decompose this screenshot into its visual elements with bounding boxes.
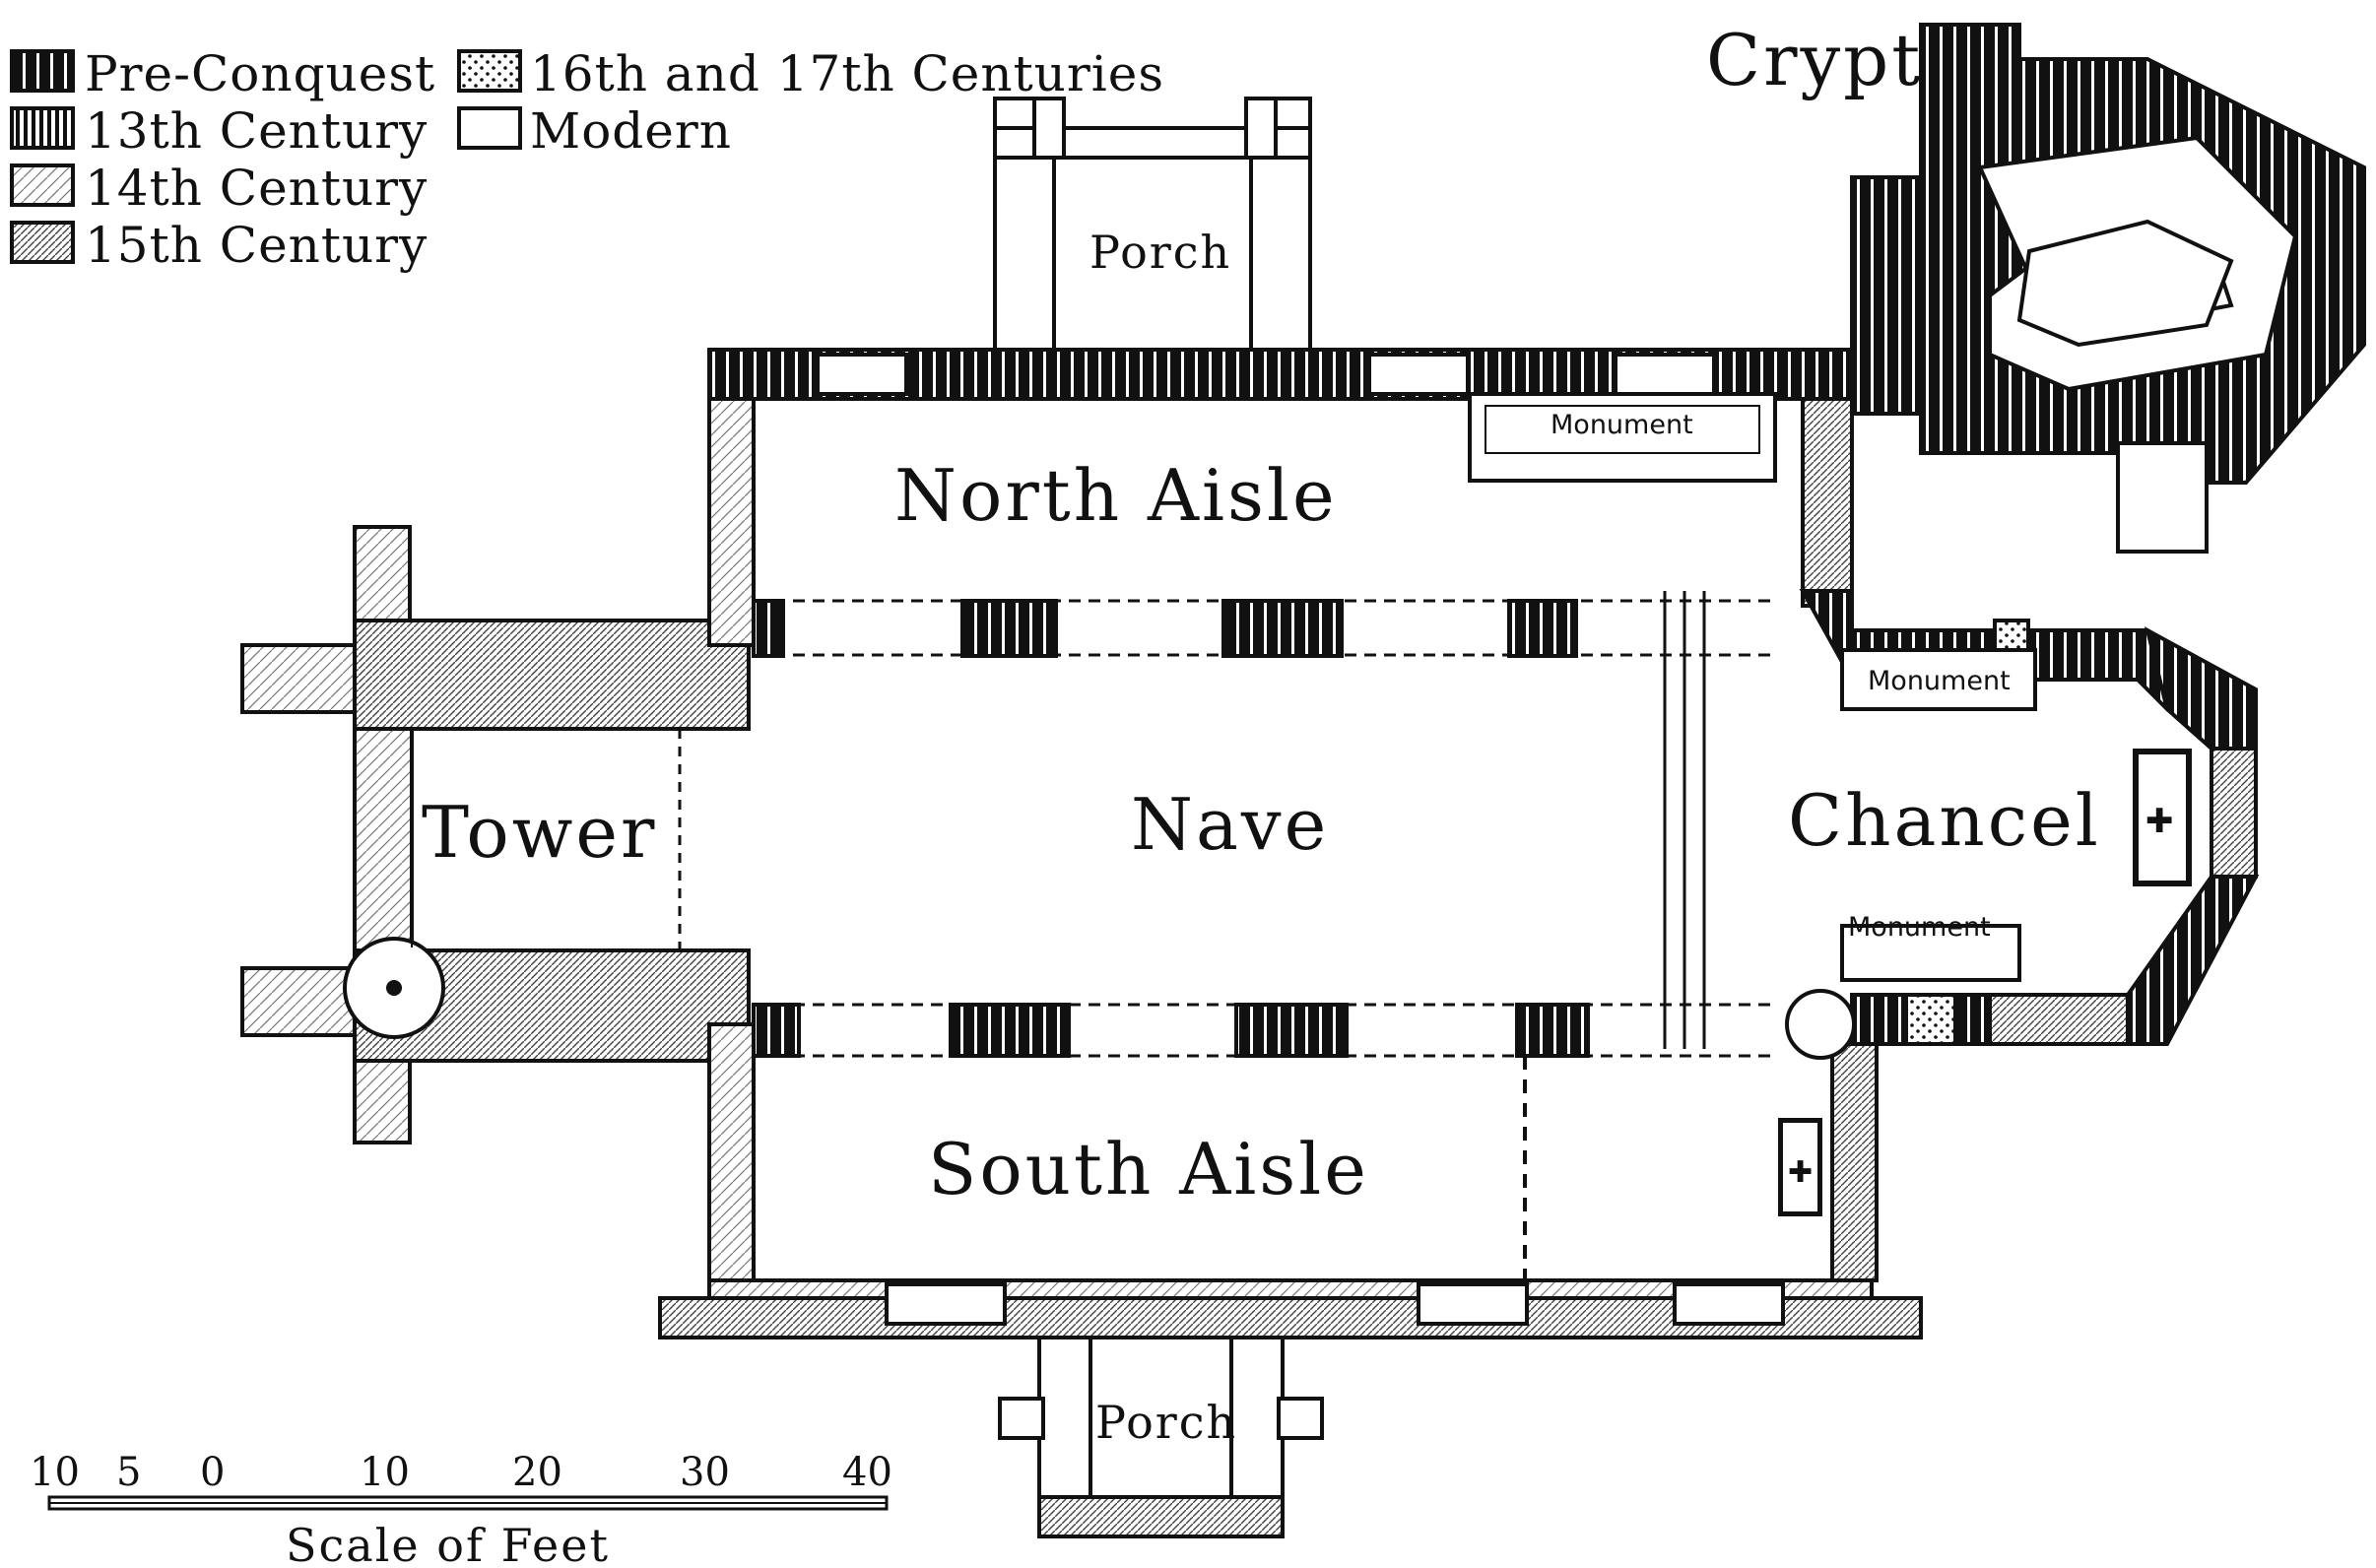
scale-tick-label-5: 30 xyxy=(680,1450,730,1495)
scale-title: Scale of Feet xyxy=(286,1519,610,1568)
legend-swatch-modern xyxy=(457,106,522,150)
chancel-stair-turret xyxy=(1785,989,1856,1060)
north-aisle-window-2 xyxy=(1367,353,1470,396)
legend-label-pre-conquest: Pre-Conquest xyxy=(85,45,435,102)
chancel-apse-south xyxy=(2126,875,2260,1046)
south-pier-3 xyxy=(1234,1003,1349,1058)
tower-stair-newel xyxy=(386,980,402,996)
west-wall-south xyxy=(707,1022,756,1282)
south-porch-buttress-e xyxy=(1277,1397,1324,1440)
south-porch: Porch xyxy=(998,1336,1324,1538)
south-aisle-window-1 xyxy=(885,1282,1007,1326)
room-label-north-aisle: North Aisle xyxy=(894,454,1338,537)
tower-north-wall xyxy=(353,619,751,731)
legend: Pre-Conquest 13th Century 14th Century 1… xyxy=(10,45,1164,274)
north-pier-1 xyxy=(752,599,785,658)
main-body: Monument North Aisle Nave South Aisle ✚ xyxy=(658,348,1923,1339)
room-label-crypt: Crypt xyxy=(1706,19,1923,101)
monument-north-aisle-inner xyxy=(1485,405,1760,454)
monument-chancel-south xyxy=(1840,924,2021,982)
tower: Tower xyxy=(240,525,751,1144)
north-aisle-window-1 xyxy=(816,353,908,396)
tower-west-wall xyxy=(353,727,414,952)
monument-label-chancel-north: Monument xyxy=(1868,666,2011,696)
north-pier-3 xyxy=(1221,599,1344,658)
monument-chancel-north xyxy=(1840,648,2037,711)
north-pier-2 xyxy=(960,599,1058,658)
scale-tick-label-4: 20 xyxy=(512,1450,562,1495)
south-aisle-east-wall xyxy=(1830,1042,1879,1282)
scale-bar: 10 5 0 10 20 30 40 Scale of Feet xyxy=(30,1450,892,1568)
room-label-chancel: Chancel xyxy=(1788,779,2101,862)
cross-icon-altar: ✚ xyxy=(2145,802,2174,841)
room-label-south-aisle: South Aisle xyxy=(928,1128,1369,1210)
monument-label-north-aisle: Monument xyxy=(1551,410,1693,440)
legend-item-15th-century: 15th Century xyxy=(10,217,428,274)
altar-slab-inner xyxy=(2139,754,2186,881)
west-wall-north xyxy=(707,397,756,647)
north-porch-buttress-e xyxy=(1244,97,1278,160)
legend-swatch-14th-century xyxy=(10,163,75,207)
legend-label-14th-century: 14th Century xyxy=(85,160,428,217)
cross-icon-south-chapel: ✚ xyxy=(1788,1155,1813,1190)
north-aisle-east-wall xyxy=(1801,397,1854,608)
crypt-passage xyxy=(2116,441,2209,554)
floor-slab-south-chapel-inner xyxy=(1783,1123,1817,1211)
south-pier-2 xyxy=(949,1003,1071,1058)
legend-label-15th-century: 15th Century xyxy=(85,217,428,274)
south-pier-4 xyxy=(1515,1003,1590,1058)
legend-item-13th-century: 13th Century xyxy=(10,102,428,160)
scale-tick-label-6: 40 xyxy=(842,1450,892,1495)
chancel-apse-north xyxy=(2144,626,2258,751)
legend-item-modern: Modern xyxy=(457,102,732,160)
crypt: Crypt xyxy=(1706,19,2366,554)
north-porch: Porch xyxy=(993,97,1312,352)
monument-label-chancel-south: Monument xyxy=(1848,912,1991,943)
crypt-chamber xyxy=(2016,219,2234,348)
south-aisle-window-2 xyxy=(1417,1282,1529,1326)
south-porch-buttress-w xyxy=(998,1397,1045,1440)
legend-swatch-16th-17th-centuries xyxy=(457,49,522,93)
legend-item-14th-century: 14th Century xyxy=(10,160,428,217)
scale-tick-label-1: 5 xyxy=(116,1450,141,1495)
south-porch-front xyxy=(1037,1495,1285,1538)
room-label-north-porch: Porch xyxy=(1089,226,1231,279)
chancel: Monument Monument ✚ Chancel xyxy=(1785,589,2260,1060)
north-pier-4 xyxy=(1507,599,1578,658)
chancel-south-16th xyxy=(1904,993,1957,1046)
legend-swatch-13th-century xyxy=(10,106,75,150)
scale-tick-label-0: 10 xyxy=(30,1450,80,1495)
room-label-nave: Nave xyxy=(1131,783,1329,866)
south-pier-1 xyxy=(752,1003,801,1058)
scale-tick-label-2: 0 xyxy=(200,1450,225,1495)
legend-item-pre-conquest: Pre-Conquest xyxy=(10,45,435,102)
room-label-tower: Tower xyxy=(422,791,657,874)
chancel-apse-east xyxy=(2210,747,2258,879)
legend-item-16th-17th-centuries: 16th and 17th Centuries xyxy=(457,45,1164,102)
legend-swatch-15th-century xyxy=(10,221,75,264)
south-aisle-window-3 xyxy=(1673,1282,1785,1326)
scale-tick-label-3: 10 xyxy=(360,1450,410,1495)
legend-label-13th-century: 13th Century xyxy=(85,102,428,160)
north-aisle-window-3 xyxy=(1614,353,1716,396)
room-label-south-porch: Porch xyxy=(1095,1396,1237,1449)
legend-label-16th-17th-centuries: 16th and 17th Centuries xyxy=(530,45,1164,102)
north-porch-buttress-w xyxy=(1032,97,1066,160)
legend-label-modern: Modern xyxy=(530,102,732,160)
legend-swatch-pre-conquest xyxy=(10,49,75,93)
